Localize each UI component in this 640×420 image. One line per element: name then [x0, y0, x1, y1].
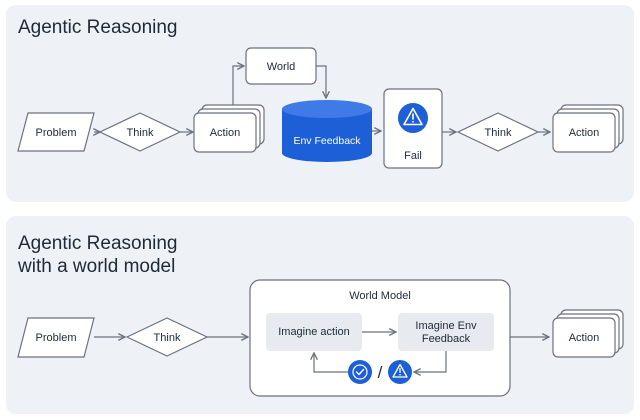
think-label: Think — [154, 332, 181, 344]
arrow — [314, 353, 348, 373]
fail-label: Fail — [404, 150, 422, 162]
check-circle-icon — [348, 360, 372, 384]
panel2-title-line2: with a world model — [18, 256, 176, 277]
fail-node: Fail — [383, 88, 443, 169]
action-label: Action — [569, 127, 600, 139]
think-label: Think — [485, 127, 512, 139]
world-model-label: World Model — [349, 290, 411, 302]
problem-node: Problem — [17, 112, 95, 152]
action-node: Action — [193, 104, 265, 153]
warning-triangle-icon — [398, 103, 428, 133]
imagine-action-label: Imagine action — [278, 326, 350, 338]
separator-slash: / — [378, 363, 383, 382]
arrow — [414, 351, 447, 372]
warning-triangle-icon — [388, 360, 412, 384]
world-model-box: World Model — [249, 279, 511, 397]
world-label: World — [267, 61, 296, 73]
env-feedback-node: Env Feedback — [282, 100, 372, 162]
think-node-3: Think — [125, 317, 209, 357]
problem-label: Problem — [36, 332, 77, 344]
panel2-title-line1: Agentic Reasoning — [18, 233, 178, 254]
arrow — [316, 65, 326, 98]
action-node-2: Action — [552, 104, 624, 153]
arrow — [232, 66, 244, 105]
think-node-2: Think — [456, 112, 540, 152]
think-node: Think — [98, 112, 182, 152]
think-label: Think — [127, 127, 154, 139]
action-label: Action — [569, 332, 600, 344]
problem-label: Problem — [36, 127, 77, 139]
problem-node-2: Problem — [17, 317, 95, 358]
imagine-action-node: Imagine action — [266, 313, 362, 351]
imagine-env-label-line2: Feedback — [422, 333, 471, 345]
env-feedback-label: Env Feedback — [293, 135, 361, 147]
action-node-3: Action — [552, 309, 624, 358]
world-node: World — [245, 47, 317, 85]
imagine-env-feedback-node: Imagine Env Feedback — [398, 313, 494, 351]
panel1-title: Agentic Reasoning — [18, 17, 178, 38]
imagine-env-label-line1: Imagine Env — [415, 320, 477, 332]
action-label: Action — [210, 127, 241, 139]
